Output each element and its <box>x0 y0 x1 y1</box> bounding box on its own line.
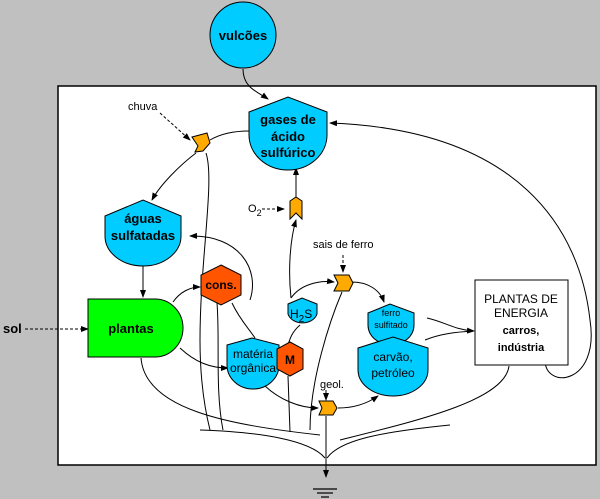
flow-plantas-materia <box>179 347 229 371</box>
chuva-label: chuva <box>128 101 158 113</box>
flow-chuva-ground <box>199 152 211 431</box>
flow-energia-gases <box>329 120 592 379</box>
flow-h2s-sais <box>290 278 335 299</box>
aguas-label-line2: sulfatadas <box>111 228 175 243</box>
flow-ground-merge <box>199 429 326 459</box>
materia-label-line2: orgânica <box>230 361 276 375</box>
storage-aguas-sulfatadas[interactable]: águas sulfatadas <box>104 199 182 267</box>
carvao-label-line1: carvão, <box>373 350 412 364</box>
flow-ferro-energia <box>426 317 475 334</box>
producer-plantas[interactable]: plantas <box>87 298 184 358</box>
carvao-label-line2: petróleo <box>371 366 415 380</box>
flow-carvao-energia <box>424 330 475 341</box>
energia-label-line4: indústria <box>498 342 545 354</box>
source-vulcoes[interactable]: vulcões <box>209 1 277 69</box>
energia-label-line1: PLANTAS DE <box>484 292 558 306</box>
flow-gases-chuva <box>209 130 250 141</box>
storage-ferro-sulfitado[interactable]: ferro sulfitado <box>367 303 415 346</box>
flow-chuva-aguas <box>151 152 197 201</box>
flow-m-ground <box>287 375 291 433</box>
materia-label-line1: matéria <box>233 347 273 361</box>
flow-ground-merge-2 <box>326 424 451 459</box>
flow-sais-ground <box>309 291 343 431</box>
flow-energia-ground <box>339 365 510 441</box>
flow-materia-geol <box>264 385 319 411</box>
flow-plantas-ground <box>140 357 321 436</box>
cons-label: cons. <box>205 278 236 292</box>
sais-de-ferro-label: sais de ferro <box>313 239 374 251</box>
vulcoes-label: vulcões <box>219 28 267 43</box>
flow-lines <box>140 68 592 478</box>
storage-h2s[interactable]: H2S <box>287 297 318 325</box>
sol-label: sol <box>3 321 22 336</box>
storage-gases-acido-sulfurico[interactable]: gases de ácido sulfúrico <box>248 96 328 171</box>
interaction-geol[interactable] <box>318 400 338 416</box>
flow-loop-aguas <box>189 232 253 301</box>
consumer-m[interactable]: M <box>276 341 304 377</box>
aguas-label-line1: águas <box>124 211 162 226</box>
geol-label: geol. <box>320 379 344 391</box>
heat-sink-icon <box>313 488 337 498</box>
flow-h2s-o2 <box>289 219 297 299</box>
flow-geol-carvao <box>337 395 379 409</box>
flow-vulcoes-gases <box>242 68 269 100</box>
ferro-label-line1: ferro <box>382 308 401 318</box>
gases-label-line3: sulfúrico <box>261 145 316 160</box>
flow-sais-ferro <box>351 281 385 303</box>
o2-label: O2 <box>248 203 262 218</box>
m-label: M <box>285 353 295 367</box>
h2s-label: H2S <box>290 307 312 325</box>
energia-label-line3: carros, <box>503 325 540 337</box>
interaction-sais-de-ferro[interactable] <box>333 274 354 292</box>
gases-label-line2: ácido <box>271 129 305 144</box>
storage-materia-organica[interactable]: matéria orgânica <box>226 337 280 390</box>
flow-chuva <box>159 112 191 141</box>
flow-plantas-cons <box>172 284 201 303</box>
gases-label-line1: gases de <box>260 112 316 127</box>
ferro-label-line2: sulfitado <box>374 320 408 330</box>
consumer-cons[interactable]: cons. <box>200 264 242 306</box>
storage-carvao-petroleo[interactable]: carvão, petróleo <box>357 336 429 397</box>
plantas-label: plantas <box>108 321 154 336</box>
plantas-de-energia-box[interactable]: PLANTAS DE ENERGIA carros, indústria <box>474 279 569 366</box>
interaction-chuva[interactable] <box>191 132 211 153</box>
interaction-o2[interactable] <box>289 196 303 221</box>
flow-cons-materia <box>231 302 256 339</box>
energia-label-line2: ENERGIA <box>494 306 548 320</box>
flow-cons-ground <box>216 302 224 431</box>
